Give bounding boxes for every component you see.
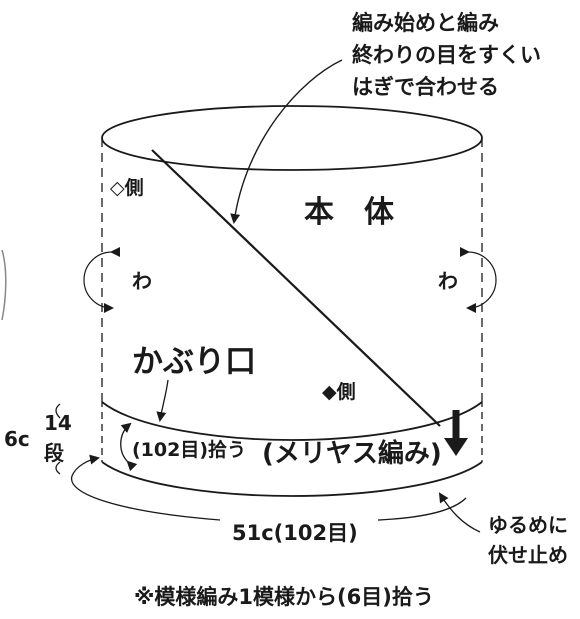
- edge-scribble: [1, 249, 7, 321]
- seam-note-line1: 編み始めと編み: [352, 11, 499, 35]
- seam-note-line3: はぎで合わせる: [352, 75, 499, 99]
- loop-label-right: わ: [438, 269, 458, 293]
- body-label: 本 体: [304, 195, 395, 230]
- brim-bottom-curve: [101, 461, 483, 497]
- loop-label-left: わ: [132, 269, 152, 293]
- bind-off-pointer: [438, 492, 481, 533]
- brim-rows-unit: 段: [44, 441, 64, 465]
- seam-note-line2: 終わりの目をすくい: [352, 43, 541, 67]
- rows-bracket-top: [55, 403, 61, 419]
- pick-up-label: (102目)拾う: [132, 438, 246, 461]
- front-side-label: ◆側: [322, 381, 356, 403]
- footnote: ※模様編み1模様から(6目)拾う: [134, 585, 434, 609]
- pick-up-bracket: [120, 422, 138, 472]
- brim-label-pointer: [156, 379, 169, 422]
- seam-note-arrow: [230, 59, 343, 224]
- rows-bracket-bottom: [55, 461, 61, 475]
- back-side-label: ◇側: [110, 177, 144, 199]
- loop-arc-right: [459, 246, 497, 313]
- bind-off-line2: 伏せ止め: [488, 543, 568, 567]
- stitch-label: (メリヤス編み): [262, 438, 442, 469]
- circumference-arc-right: [377, 497, 467, 521]
- bind-off-line1: ゆるめに: [488, 513, 568, 537]
- loop-arc-left: [83, 246, 121, 313]
- circumference-label: 51c(102目): [232, 521, 358, 545]
- brim-rows-count: 14: [44, 411, 72, 435]
- brim-height-label: 6c: [4, 427, 30, 451]
- brim-top-curve: [101, 401, 483, 441]
- knit-direction-arrowhead: [444, 438, 468, 456]
- diagonal-seam: [151, 149, 441, 427]
- brim-label: かぶり口: [132, 344, 256, 380]
- circumference-arc-left: [70, 454, 221, 521]
- cylinder-top-ellipse: [101, 105, 483, 171]
